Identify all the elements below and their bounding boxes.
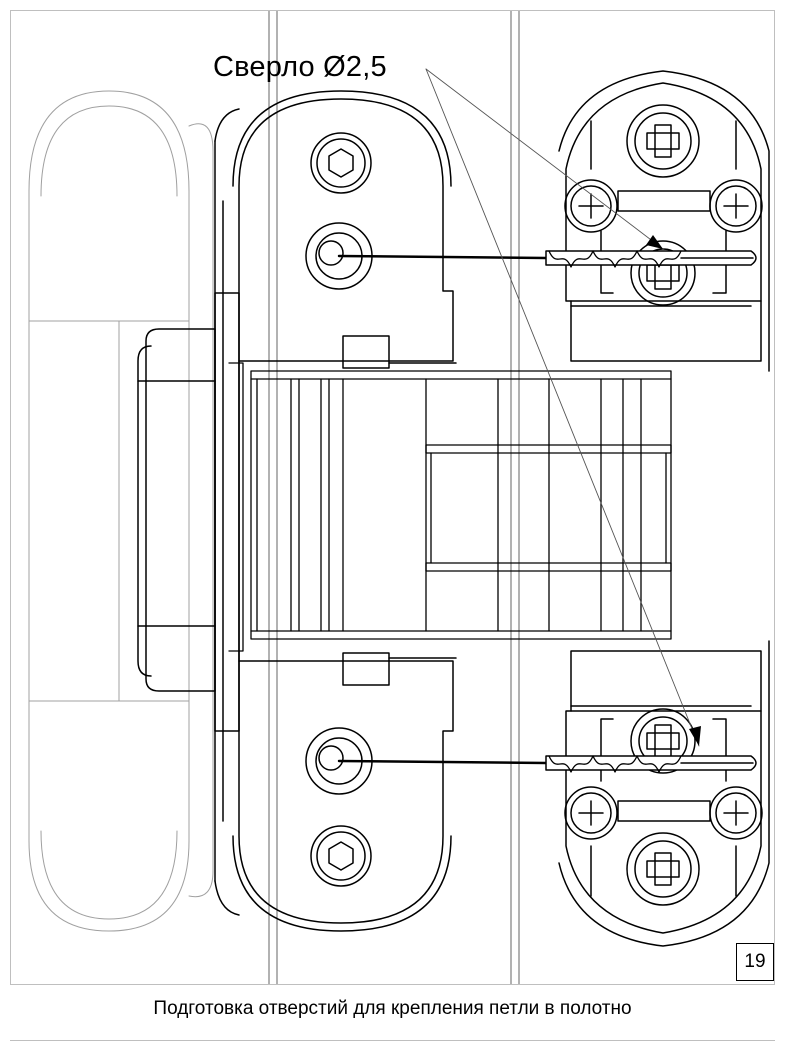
hinge-linkage xyxy=(228,362,672,652)
page-number: 19 xyxy=(736,943,774,981)
bottom-rule xyxy=(10,1040,775,1041)
label-leader-lines xyxy=(425,68,700,747)
left-mounting-plate xyxy=(214,90,457,932)
drawing-frame: Сверло Ø2,5 19 xyxy=(10,10,775,985)
phillips-screw-icon xyxy=(564,786,618,840)
hex-socket-screw-icon xyxy=(310,825,372,887)
hinge-side-body xyxy=(137,328,216,692)
drill-label: Сверло Ø2,5 xyxy=(213,51,387,83)
right-mounting-block-lower xyxy=(558,640,770,947)
drill-bit-icon xyxy=(337,250,757,268)
right-mounting-block-upper xyxy=(558,70,770,372)
frame-pocket-outline xyxy=(28,90,214,932)
phillips-screw-icon xyxy=(564,179,618,233)
hex-socket-screw-icon xyxy=(310,132,372,194)
drill-bit-icon xyxy=(337,755,757,773)
door-edge-lines xyxy=(268,11,520,984)
caption: Подготовка отверстий для крепления петли… xyxy=(153,998,632,1019)
arrow-icon xyxy=(646,235,701,746)
phillips-screw-icon xyxy=(626,104,700,178)
phillips-screw-icon xyxy=(709,179,763,233)
phillips-screw-icon xyxy=(626,832,700,906)
phillips-screw-icon xyxy=(709,786,763,840)
hinge-drawing xyxy=(28,11,770,984)
